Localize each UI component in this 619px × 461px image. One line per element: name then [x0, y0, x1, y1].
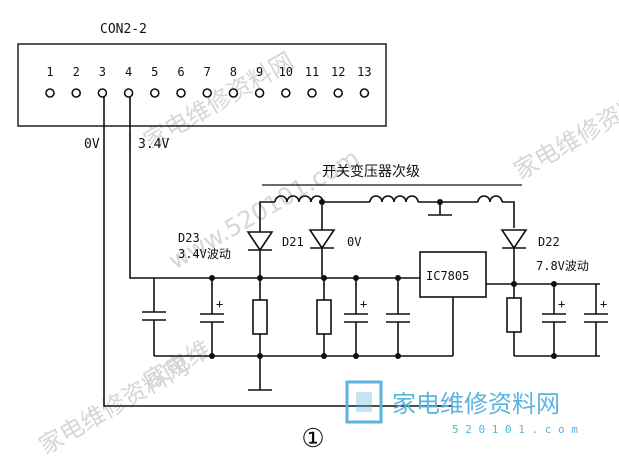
brand-logo-icon [345, 380, 383, 424]
connector-pin-terminal [176, 88, 186, 98]
connector-pin-number: 6 [177, 65, 184, 79]
connector-body [17, 43, 387, 127]
pin3-ground-wire [103, 96, 453, 407]
figure-number: ① [301, 424, 324, 454]
watermark-brand: 家电维修资料网 5 2 0 1 0 1 . c o m [345, 380, 578, 436]
connector-pin-terminal [71, 88, 81, 98]
resistor-r3-icon [506, 284, 522, 356]
pin4-voltage-label: 3.4V [138, 137, 169, 152]
connector-pin-number: 5 [151, 65, 158, 79]
diode-d21-icon [308, 229, 336, 278]
connector-pin-terminal [150, 88, 160, 98]
diode-d22-icon [500, 229, 528, 284]
d23-note: 3.4V波动 [178, 247, 231, 261]
connector-pin-terminal [202, 88, 212, 98]
brand-chinese-text: 家电维修资料网 [392, 390, 560, 418]
junction-dots [209, 199, 557, 359]
capacitor-c4-icon [386, 278, 410, 356]
d21-label: D21 [282, 235, 304, 249]
connector-title: CON2-2 [100, 22, 147, 37]
connector-pin-number: 7 [204, 65, 211, 79]
electrolytic-capacitor-c6-icon: + [584, 284, 608, 356]
connector-pin-number: 13 [357, 65, 371, 79]
connector-pin-number: 12 [331, 65, 345, 79]
brand-url-text: 5 2 0 1 0 1 . c o m [452, 423, 578, 436]
connector-pin-number: 9 [256, 65, 263, 79]
d22-label: D22 [538, 235, 560, 249]
watermark-text: 家电维修资料网 [34, 352, 193, 457]
regulator-label: IC7805 [426, 269, 469, 283]
connector-pin-number: 10 [279, 65, 293, 79]
transformer-secondary-winding [259, 195, 515, 232]
electrolytic-capacitor-c5-icon: + [542, 284, 566, 356]
connector-pin-terminal [307, 88, 317, 98]
connector-pin-terminal [123, 88, 134, 98]
connector-pin-number: 2 [73, 65, 80, 79]
watermark-text: 家电维修资料网 [509, 77, 619, 185]
connector-pin-number: 8 [230, 65, 237, 79]
connector-pin-terminal [45, 88, 55, 98]
connector-pin-number: 3 [99, 65, 106, 79]
diode-d23-icon [246, 231, 274, 278]
connector-pin-terminal [228, 88, 239, 98]
pin3-voltage-label: 0V [84, 137, 100, 152]
connector-pin-number: 1 [46, 65, 53, 79]
connector-pin-terminal [254, 88, 265, 98]
svg-text:+: + [216, 297, 223, 311]
svg-text:+: + [600, 297, 607, 311]
resistor-r1-icon [252, 278, 268, 356]
connector-pin-terminal [333, 88, 344, 98]
connector-pin-number: 4 [125, 65, 132, 79]
connector-pin-number: 11 [305, 65, 319, 79]
connector-pin-terminal [280, 88, 291, 98]
d23-label: D23 [178, 231, 200, 245]
connector-pin-terminal [359, 88, 370, 98]
svg-text:+: + [558, 297, 565, 311]
capacitor-c1-icon [142, 278, 166, 356]
d21-note: 0V [347, 235, 361, 249]
svg-text:+: + [360, 297, 367, 311]
electrolytic-capacitor-c2-icon: + [200, 278, 224, 356]
transformer-label: 开关变压器次级 [322, 164, 420, 180]
resistor-r2-icon [316, 278, 332, 356]
d22-note: 7.8V波动 [536, 259, 589, 273]
connector-pin-terminal [97, 88, 108, 98]
electrolytic-capacitor-c3-icon: + [344, 278, 368, 356]
